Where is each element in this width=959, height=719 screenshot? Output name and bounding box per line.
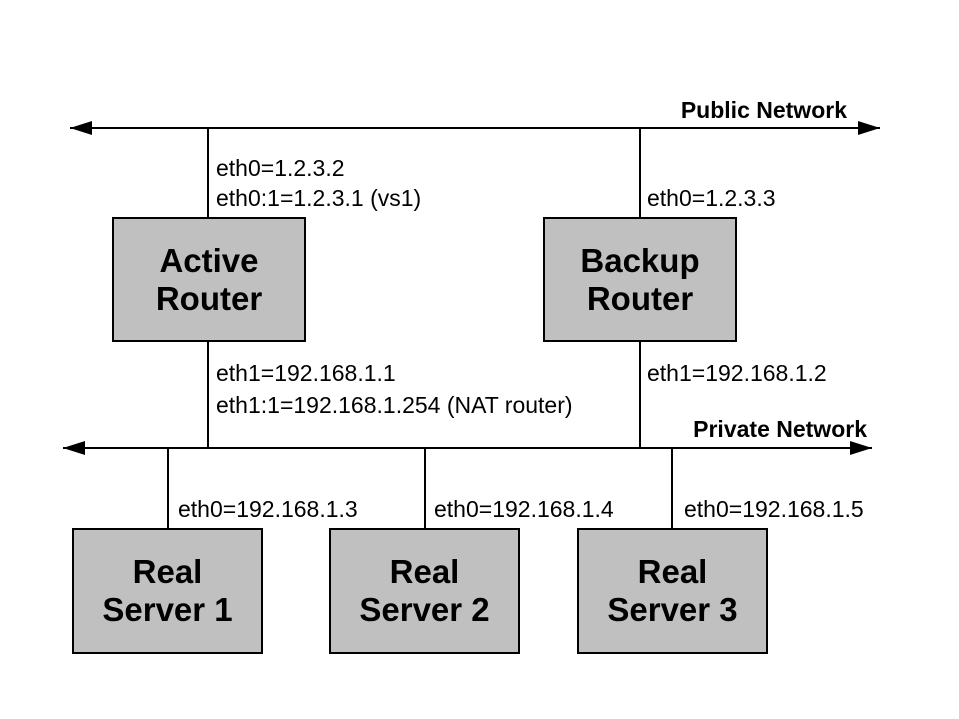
backup-router-eth0-label: eth0=1.2.3.3 <box>647 185 776 211</box>
active-router-eth0-label: eth0=1.2.3.2 <box>216 155 345 181</box>
public-network-left-arrowhead <box>70 121 92 135</box>
active-router-eth1-label: eth1=192.168.1.1 <box>216 360 396 386</box>
private-network-right-arrowhead <box>850 441 872 455</box>
public-network-label: Public Network <box>680 97 847 123</box>
backup-router-node: Backup Router <box>543 217 737 342</box>
backup-router-eth1-label: eth1=192.168.1.2 <box>647 360 827 386</box>
real-server-1-node: Real Server 1 <box>72 528 263 654</box>
real-server-3-node: Real Server 3 <box>577 528 768 654</box>
real-server-3-eth0-label: eth0=192.168.1.5 <box>684 496 864 522</box>
real-server-2-eth0-label: eth0=192.168.1.4 <box>434 496 614 522</box>
real-server-1-eth0-label: eth0=192.168.1.3 <box>178 496 358 522</box>
private-network-label: Private Network <box>693 416 867 442</box>
public-network-right-arrowhead <box>858 121 880 135</box>
active-router-eth0-alias-label: eth0:1=1.2.3.1 (vs1) <box>216 185 422 211</box>
private-network-left-arrowhead <box>63 441 85 455</box>
real-server-2-node: Real Server 2 <box>329 528 520 654</box>
active-router-eth1-alias-label: eth1:1=192.168.1.254 (NAT router) <box>216 392 573 418</box>
active-router-node: Active Router <box>112 217 306 342</box>
